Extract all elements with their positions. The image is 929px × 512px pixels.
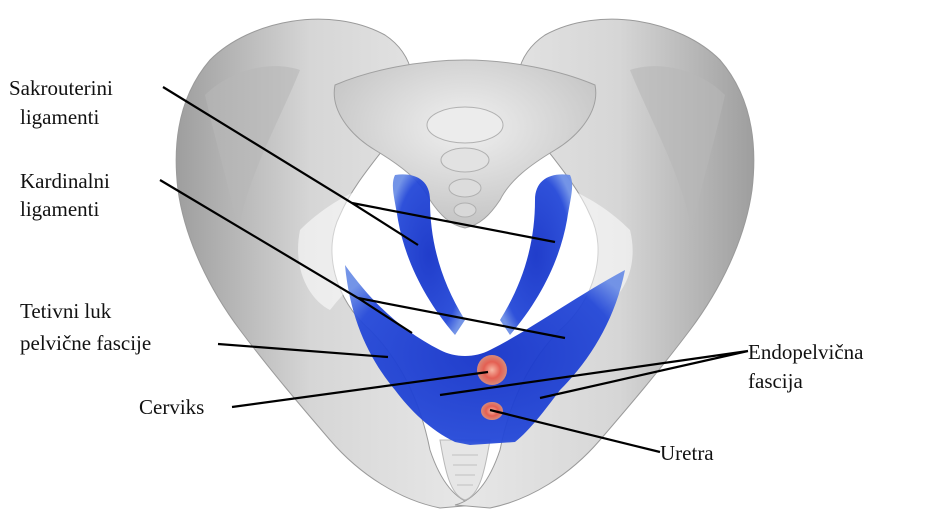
label-endopelvicna-line2: fascija: [748, 368, 803, 395]
label-tetivni-line1: Tetivni luk: [20, 298, 111, 325]
label-endopelvicna-line1: Endopelvična: [748, 339, 863, 366]
label-uretra: Uretra: [660, 440, 714, 467]
cervix: [477, 355, 507, 385]
label-kardinalni-line2: ligamenti: [20, 196, 99, 223]
label-sakrouterini-line2: ligamenti: [20, 104, 99, 131]
label-sakrouterini-line1: Sakrouterini: [9, 75, 113, 102]
label-tetivni-line2: pelvične fascije: [20, 330, 151, 357]
label-kardinalni-line1: Kardinalni: [20, 168, 110, 195]
label-cerviks: Cerviks: [139, 394, 204, 421]
